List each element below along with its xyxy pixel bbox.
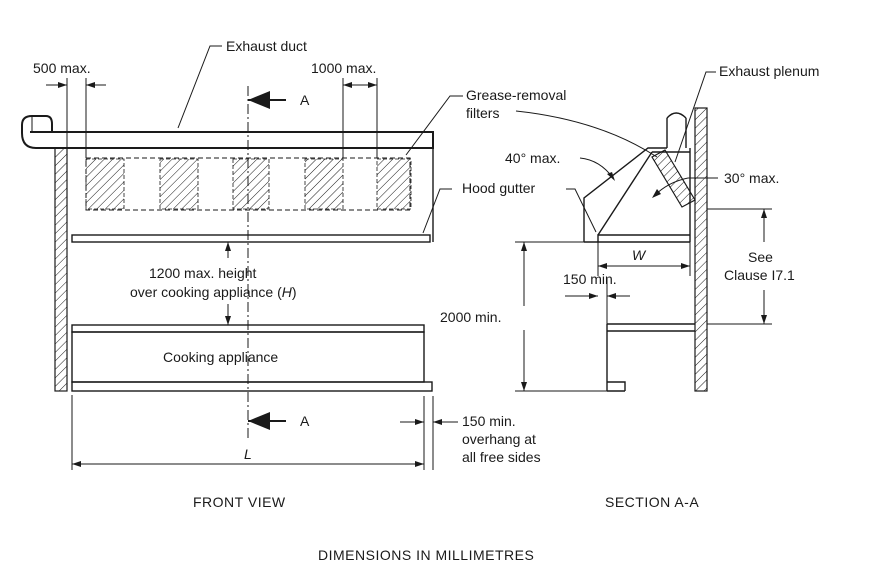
front-view	[21, 45, 463, 470]
label-angle-40: 40° max.	[505, 150, 560, 166]
dim-1200-max	[225, 242, 231, 325]
section-arrow-bottom	[248, 412, 286, 430]
plenum-leader	[674, 71, 716, 163]
section-hood	[583, 147, 691, 243]
dim-500-max	[46, 78, 106, 158]
dim-150-overhang	[400, 396, 458, 470]
label-exhaust-duct: Exhaust duct	[226, 38, 307, 54]
label-cooking-appliance: Cooking appliance	[163, 349, 278, 365]
label-overhang-1: 150 min.	[462, 413, 516, 429]
angle-30-mark	[652, 177, 718, 198]
label-500-max: 500 max.	[33, 60, 91, 76]
grease-filter	[304, 158, 344, 210]
label-section-a-bottom: A	[300, 413, 310, 429]
label-2000-min: 2000 min.	[440, 309, 501, 325]
label-grease-filters-2: filters	[466, 105, 499, 121]
cooking-appliance-section	[606, 323, 695, 392]
label-section-a-top: A	[300, 92, 310, 108]
label-grease-filters-1: Grease-removal	[466, 87, 566, 103]
caption-front-view: FRONT VIEW	[193, 494, 286, 510]
dim-2000-min	[515, 241, 607, 392]
label-angle-30: 30° max.	[724, 170, 779, 186]
label-clause: Clause I7.1	[724, 267, 795, 283]
front-wall	[54, 147, 68, 392]
label-height-line2: over cooking appliance (H)	[130, 284, 297, 300]
label-height-line1: 1200 max. height	[149, 265, 257, 281]
label-overhang-3: all free sides	[462, 449, 541, 465]
dim-150-section	[565, 278, 630, 324]
label-see: See	[748, 249, 773, 265]
label-width-w: W	[632, 247, 647, 263]
angle-40-mark	[579, 157, 615, 181]
dim-width-w	[597, 242, 691, 276]
filters-leader-section	[515, 110, 658, 158]
label-height-prefix: over cooking appliance (	[130, 284, 282, 300]
dim-see-clause	[707, 208, 772, 325]
section-wall	[694, 107, 708, 392]
section-view	[515, 71, 772, 392]
label-150-min-section: 150 min.	[563, 271, 617, 287]
label-length-l: L	[244, 446, 252, 462]
section-arrow-top	[248, 91, 286, 109]
label-1000-max: 1000 max.	[311, 60, 376, 76]
label-exhaust-plenum: Exhaust plenum	[719, 63, 819, 79]
label-height-suffix: )	[292, 284, 297, 300]
label-overhang-2: overhang at	[462, 431, 536, 447]
label-hood-gutter: Hood gutter	[462, 180, 535, 196]
exhaust-duct	[21, 115, 434, 149]
grease-filter	[376, 158, 412, 210]
dim-1000-max	[342, 78, 378, 158]
grease-filter	[232, 158, 270, 210]
gutter-leader-section	[566, 188, 597, 233]
section-filter	[651, 149, 696, 208]
caption-units: DIMENSIONS IN MILLIMETRES	[318, 547, 534, 563]
hood-gutter-front	[71, 234, 431, 243]
label-height-var: H	[282, 284, 293, 300]
grease-filter	[159, 158, 199, 210]
section-duct	[666, 112, 687, 148]
grease-filter	[85, 158, 125, 210]
exhaust-duct-leader	[177, 45, 222, 129]
caption-section: SECTION A-A	[605, 494, 699, 510]
filters-leader-front	[405, 95, 463, 156]
hood-gutter-leader	[422, 188, 452, 234]
dim-length-l	[71, 395, 424, 470]
